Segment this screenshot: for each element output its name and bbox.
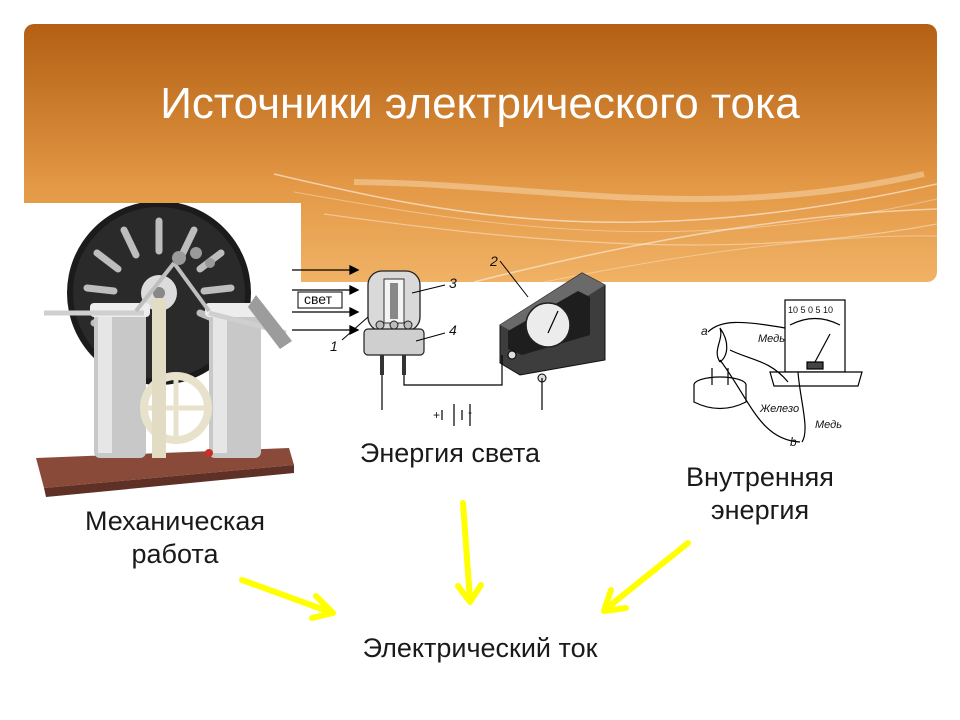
arrow-mechanical-to-current xyxy=(239,577,336,621)
slide-title: Источники электрического тока xyxy=(160,79,800,128)
label-num-2: 2 xyxy=(490,253,498,269)
thermocouple-diagram xyxy=(693,299,863,443)
electric-current-label: Электрический ток xyxy=(362,633,598,663)
copper-top-label: Медь xyxy=(758,333,786,345)
battery-minus: - xyxy=(468,405,472,419)
wimshurst-machine-image xyxy=(36,201,294,497)
label-num-1: 1 xyxy=(330,338,338,354)
light-energy-label: Энергия света xyxy=(359,438,541,468)
battery-plus: + xyxy=(433,408,441,422)
label-num-3: 3 xyxy=(449,275,457,291)
electrostatic-machine-photo xyxy=(24,201,301,503)
banner-swoosh-decoration xyxy=(273,171,937,282)
point-b-label: b xyxy=(790,435,797,449)
internal-energy-label: Внутренняя энергия xyxy=(625,461,895,527)
point-a-label: a xyxy=(701,324,708,338)
mechanical-work-label: Механическая работа xyxy=(40,505,310,571)
mechanical-work-line1: Механическая xyxy=(84,506,266,536)
meter-scale: 10 5 0 5 10 xyxy=(788,305,834,315)
light-box xyxy=(297,291,343,309)
internal-energy-line1: Внутренняя xyxy=(686,462,834,492)
internal-energy-line2: энергия xyxy=(710,495,810,525)
photoelement-diagram xyxy=(292,260,606,426)
mechanical-work-line2: работа xyxy=(131,539,219,569)
arrow-light-to-current xyxy=(455,500,484,605)
iron-label: Железо xyxy=(760,403,800,415)
arrow-internal-to-current xyxy=(601,540,691,614)
copper-bottom-label: Медь xyxy=(815,419,843,431)
light-word: свет xyxy=(304,291,333,307)
label-num-4: 4 xyxy=(449,322,457,338)
